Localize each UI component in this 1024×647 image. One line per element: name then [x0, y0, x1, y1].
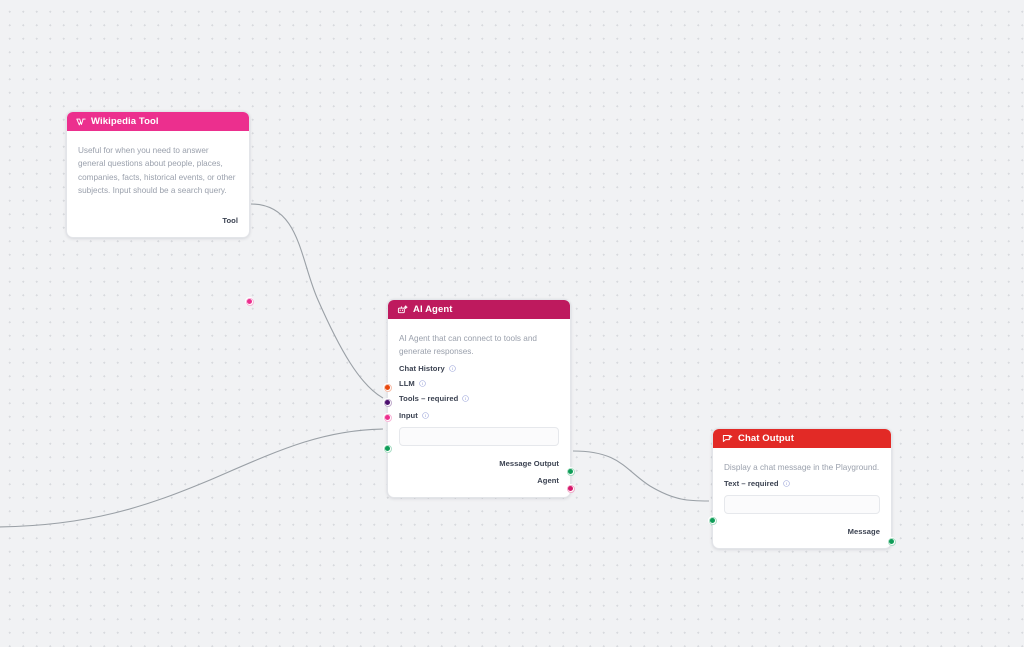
output-row-message-output: Message Output — [399, 456, 559, 471]
bot-sparkle-icon — [397, 304, 408, 315]
output-row-agent: Agent — [399, 473, 559, 488]
info-icon-input[interactable] — [422, 411, 429, 419]
node-chat-output[interactable]: Chat Output Display a chat message in th… — [708, 428, 896, 550]
node-body-chat-output: Display a chat message in the Playground… — [708, 448, 896, 548]
edge-offscreen-to-input — [0, 428, 384, 528]
output-handle-tool[interactable] — [245, 297, 254, 306]
node-header-ai-agent[interactable]: AI Agent — [388, 300, 570, 319]
field-label-text: Text – required — [724, 479, 779, 489]
node-title-ai-agent: AI Agent — [413, 303, 453, 315]
info-icon-llm[interactable] — [418, 379, 426, 387]
node-body-ai-agent: AI Agent that can connect to tools and g… — [383, 319, 575, 497]
node-header-wikipedia-tool[interactable]: Wikipedia Tool — [67, 112, 249, 131]
node-description-wikipedia-tool: Useful for when you need to answer gener… — [78, 146, 236, 195]
field-row-text: Text – required — [724, 476, 880, 491]
output-row-tool: Tool — [78, 213, 238, 228]
output-handle-message[interactable] — [887, 537, 896, 546]
node-wikipedia-tool[interactable]: Wikipedia Tool Useful for when you need … — [66, 111, 254, 306]
info-icon-chat-history[interactable] — [448, 364, 456, 372]
input-label-llm: LLM — [399, 378, 415, 388]
node-description-ai-agent: AI Agent that can connect to tools and g… — [399, 334, 537, 357]
input-label-tools: Tools – required — [399, 393, 459, 403]
input-handle-input[interactable] — [383, 444, 392, 453]
node-ai-agent[interactable]: AI Agent AI Agent that can connect to to… — [383, 299, 575, 498]
input-handle-llm[interactable] — [383, 398, 392, 407]
output-label-agent: Agent — [537, 475, 559, 485]
wikipedia-icon — [76, 117, 86, 127]
edge-tool-to-tools — [250, 203, 384, 399]
output-label-message-output: Message Output — [499, 458, 559, 468]
input-field-text[interactable] — [724, 495, 880, 515]
info-icon-tools[interactable] — [462, 394, 470, 402]
input-row-tools: Tools – required — [399, 391, 559, 406]
node-title-chat-output: Chat Output — [738, 432, 794, 444]
output-row-message: Message — [724, 524, 880, 539]
input-row-llm: LLM — [399, 376, 559, 391]
input-row-chat-history: Chat History — [399, 361, 559, 376]
input-field-input[interactable] — [399, 426, 559, 446]
input-handle-tools[interactable] — [383, 413, 392, 422]
chat-message-icon — [722, 433, 733, 444]
output-handle-message-output[interactable] — [566, 467, 575, 476]
input-handle-text[interactable] — [708, 516, 717, 525]
node-body-wikipedia-tool: Useful for when you need to answer gener… — [67, 131, 254, 306]
input-label-chat-history: Chat History — [399, 363, 445, 373]
input-handle-chat-history[interactable] — [383, 383, 392, 392]
info-icon-text[interactable] — [782, 480, 790, 488]
field-label-input: Input — [399, 410, 418, 420]
node-title-wikipedia-tool: Wikipedia Tool — [91, 115, 159, 127]
node-header-chat-output[interactable]: Chat Output — [713, 429, 891, 448]
field-row-input: Input — [399, 408, 559, 423]
node-description-chat-output: Display a chat message in the Playground… — [724, 463, 880, 472]
output-label-tool: Tool — [222, 216, 238, 226]
edge-message-output-to-text — [572, 450, 710, 502]
output-handle-agent[interactable] — [566, 484, 575, 493]
output-label-message: Message — [847, 527, 880, 537]
